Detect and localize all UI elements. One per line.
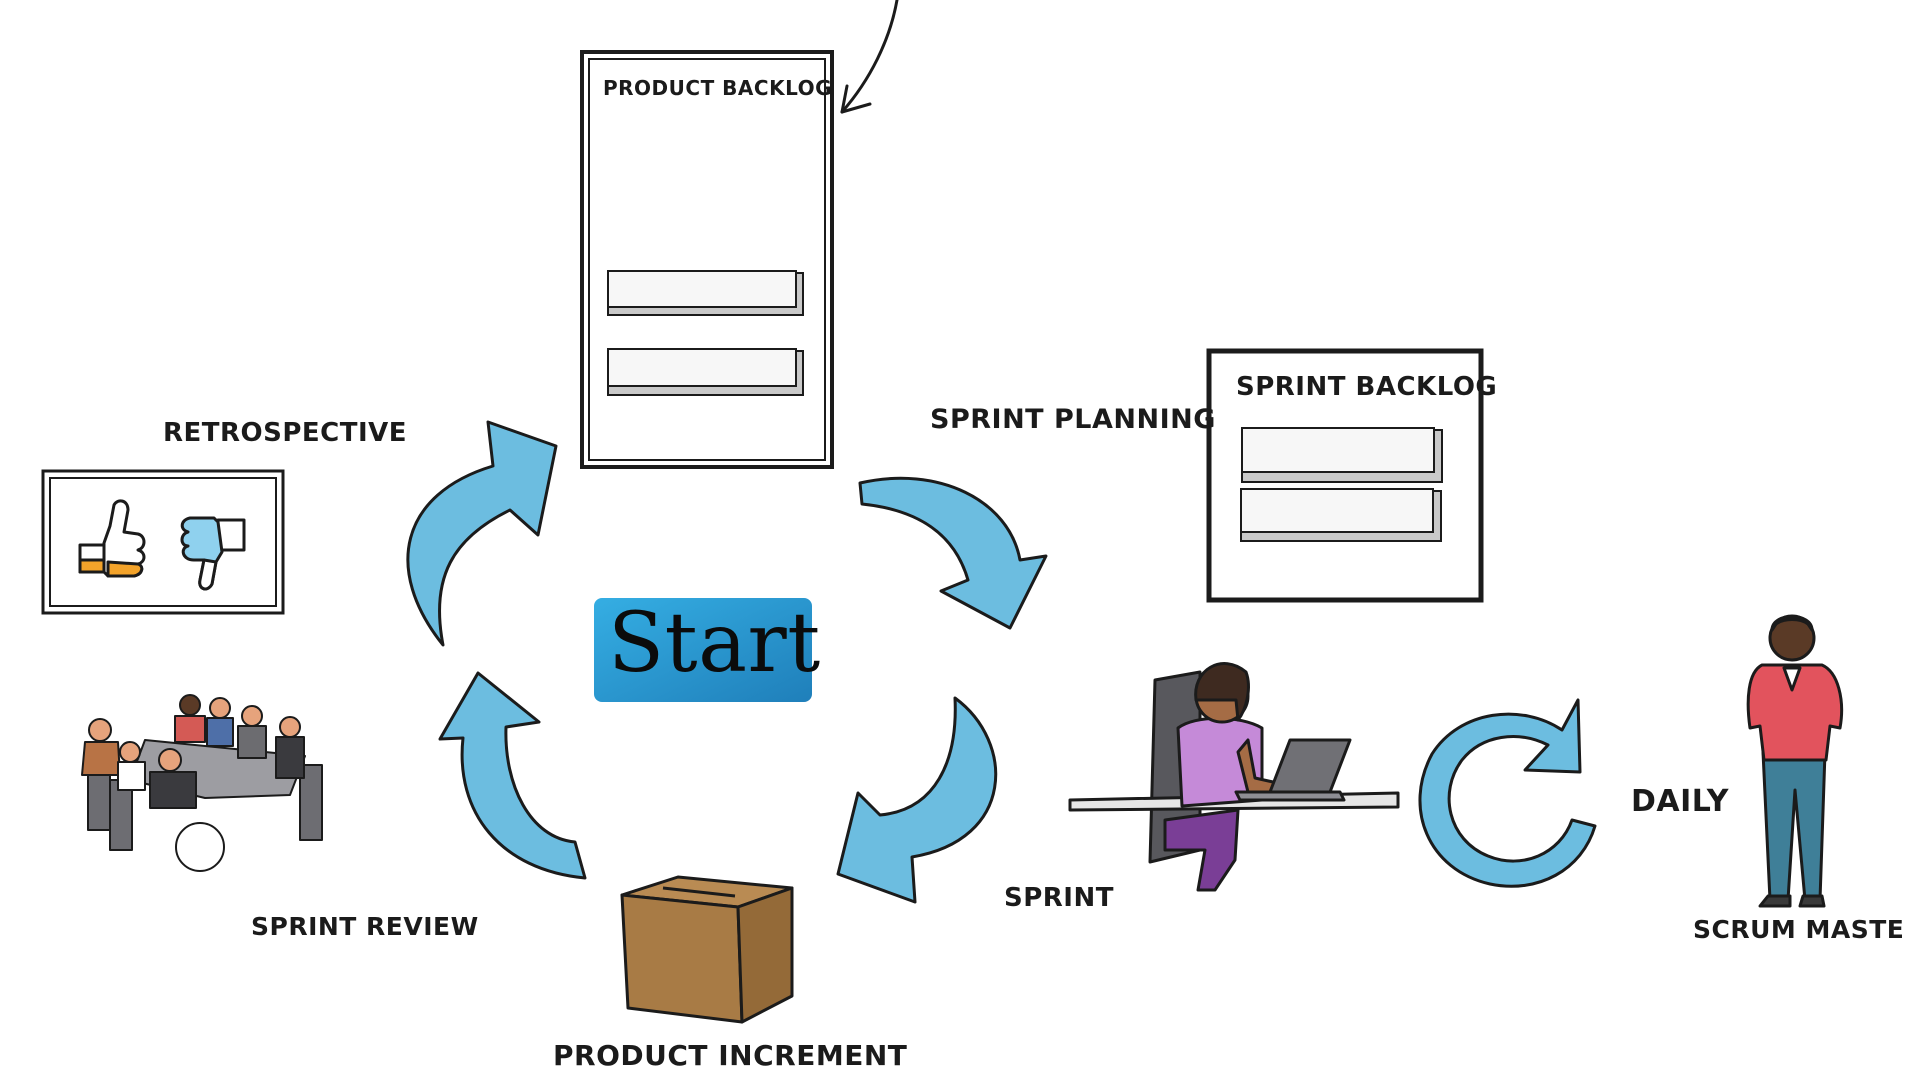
sprint-backlog-item [1241,427,1443,483]
cycle-arrow-icon [858,476,1048,630]
cycle-arrows [406,420,1048,904]
attendee [275,716,305,779]
sprint-backlog-board [1206,348,1484,603]
cycle-arrow-icon [438,671,587,880]
attendee [117,741,146,791]
attendee [81,718,121,776]
cycle-arrow-icon [406,420,558,647]
thumbs-up-icon [78,499,146,578]
sprint-backlog-item [1240,488,1442,542]
retrospective-label: RETROSPECTIVE [163,418,408,448]
attendee [206,697,234,747]
start-button[interactable] [594,598,812,702]
retrospective-board [41,469,285,615]
pointer-arrow-icon [840,0,899,114]
attendee [237,705,267,759]
cycle-arrow-icon [836,696,998,904]
sprint-planning-label: SPRINT PLANNING [930,404,1216,435]
person-at-laptop-icon [1068,662,1400,892]
product-backlog-title: PRODUCT BACKLOG [603,76,833,100]
attendee [174,694,206,743]
scrum-master-label: SCRUM MASTER [1693,915,1906,944]
thumbs-down-icon [180,516,246,591]
sprint-label: SPRINT [1004,883,1114,913]
product-backlog-board [580,50,834,469]
cardboard-box-icon [620,875,794,1024]
sprint-backlog-title: SPRINT BACKLOG [1236,372,1498,402]
start-label[interactable]: Start [608,596,821,691]
backlog-item [607,348,804,396]
sprint-review-label: SPRINT REVIEW [251,912,479,941]
attendee [149,748,225,872]
refresh-cycle-icon [1418,698,1597,888]
product-increment-label: PRODUCT INCREMENT [553,1039,908,1072]
meeting-table-icon [81,694,323,872]
daily-label: DAILY [1631,784,1729,819]
backlog-item [607,270,804,316]
standing-person-icon [1746,614,1844,908]
